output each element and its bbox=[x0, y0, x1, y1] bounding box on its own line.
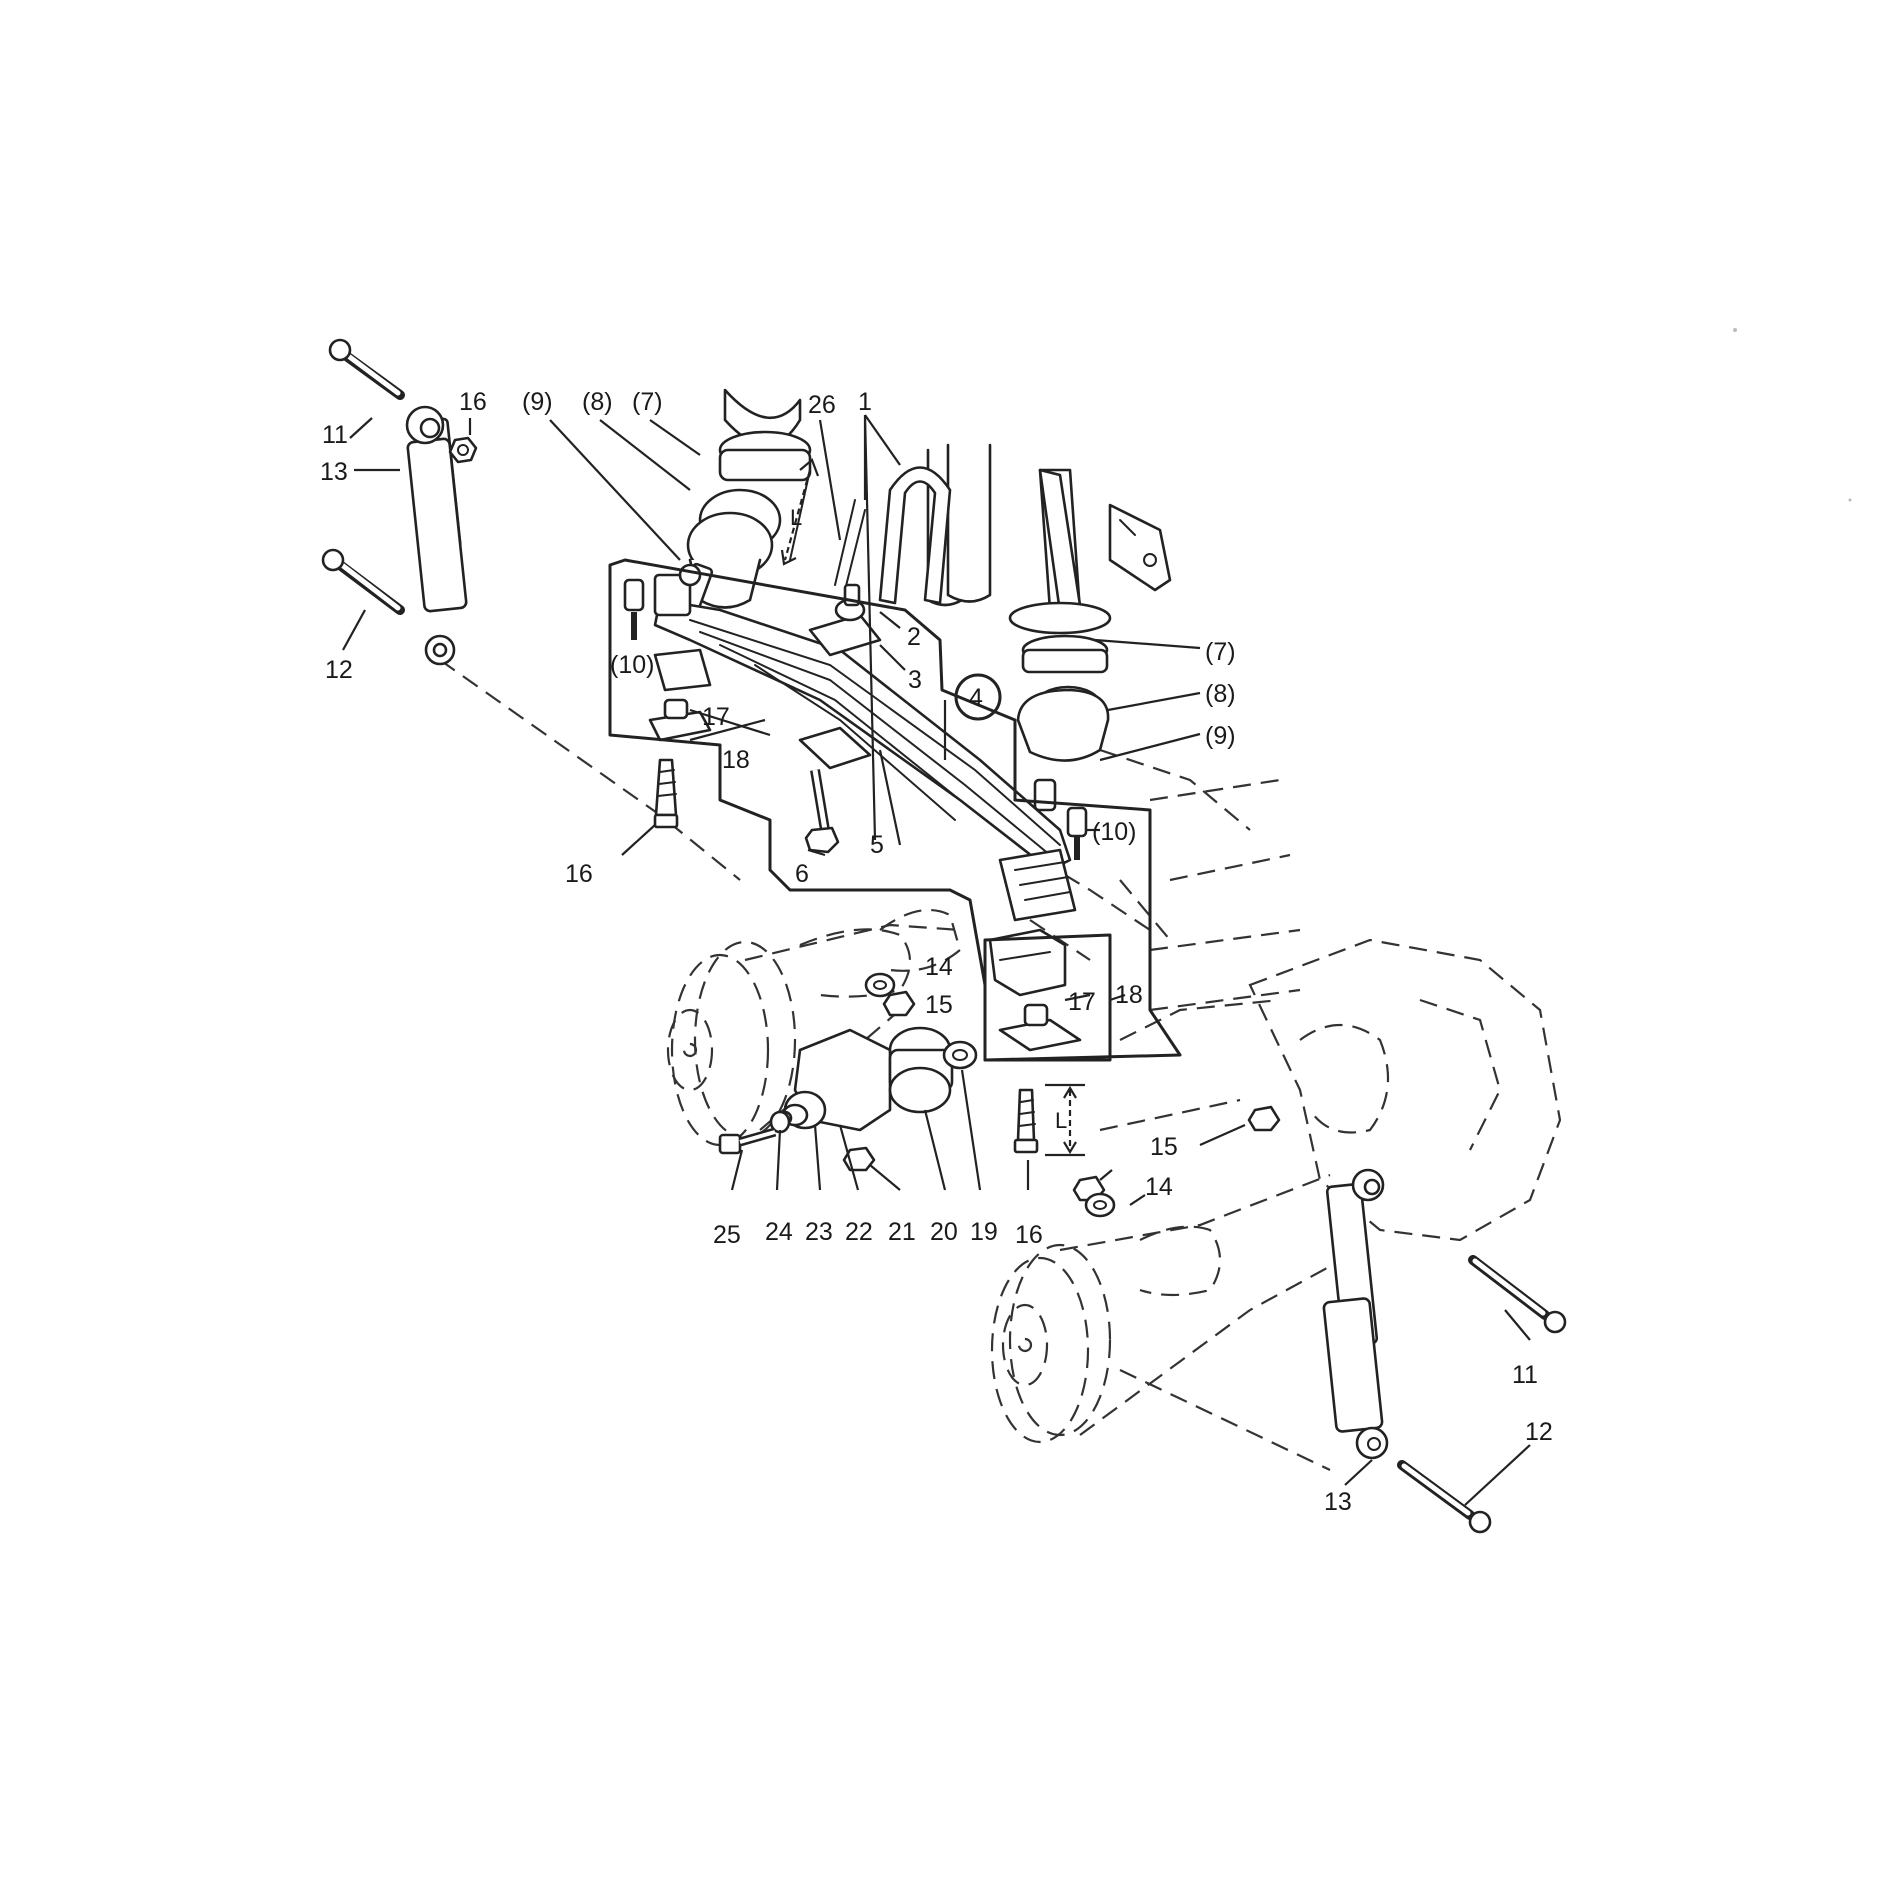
bolt-25 bbox=[718, 1127, 777, 1155]
washer-14-lower bbox=[1084, 1192, 1116, 1218]
callout-13-left: 13 bbox=[320, 458, 348, 486]
callout-2: 2 bbox=[907, 623, 921, 651]
callout-11-right: 11 bbox=[1512, 1361, 1538, 1389]
bolt-12-right bbox=[1397, 1460, 1492, 1534]
callout-23: 23 bbox=[805, 1218, 833, 1246]
callout-18-right: 18 bbox=[1115, 981, 1143, 1009]
bolt-6 bbox=[804, 769, 840, 854]
callout-10-right: (10) bbox=[1092, 818, 1136, 846]
callout-17-left: 17 bbox=[702, 703, 730, 731]
brake-drum-left bbox=[670, 953, 770, 1147]
callout-11-left: 11 bbox=[322, 421, 348, 449]
callouts: 11 16 13 12 (9) (8) (7) 26 1 2 3 4 (10) … bbox=[320, 388, 1553, 1516]
callout-4: 4 bbox=[969, 684, 983, 712]
callout-1: 1 bbox=[858, 388, 872, 416]
callout-15-lower: 15 bbox=[1150, 1133, 1178, 1161]
bolt-11-right bbox=[1468, 1255, 1567, 1334]
stud-16-right bbox=[1013, 1088, 1039, 1154]
rubber-block-outline bbox=[983, 933, 1112, 1062]
callout-9-upper: (9) bbox=[522, 388, 553, 416]
stud-16-left bbox=[653, 758, 679, 829]
washer-14-upper bbox=[864, 972, 896, 998]
callout-16-right: 16 bbox=[1015, 1221, 1043, 1249]
callout-7-upper: (7) bbox=[632, 388, 663, 416]
callout-8-upper: (8) bbox=[582, 388, 613, 416]
callout-26: 26 bbox=[808, 391, 836, 419]
callout-22: 22 bbox=[845, 1218, 873, 1246]
rubber-block-left bbox=[648, 648, 712, 742]
bolt-10-right bbox=[1066, 806, 1088, 860]
callout-14-lower: 14 bbox=[1145, 1173, 1173, 1201]
dimension-upper: L bbox=[780, 458, 820, 566]
callout-4-circle bbox=[954, 673, 1002, 721]
leader-lines bbox=[342, 414, 1531, 1506]
dimension-lower: L bbox=[1045, 1083, 1085, 1157]
dimension-label-upper: L bbox=[790, 505, 802, 530]
callout-24: 24 bbox=[765, 1218, 793, 1246]
spring-plate bbox=[808, 583, 882, 657]
callout-21: 21 bbox=[888, 1218, 916, 1246]
u-bolts bbox=[789, 466, 952, 605]
nut-15-far bbox=[1247, 1105, 1281, 1132]
callout-13-right: 13 bbox=[1324, 1488, 1352, 1516]
callout-10-left: (10) bbox=[610, 651, 654, 679]
callout-19: 19 bbox=[970, 1218, 998, 1246]
callout-12-right: 12 bbox=[1525, 1418, 1553, 1446]
rubber-block-right bbox=[988, 928, 1082, 1052]
bolt-10-left bbox=[623, 578, 645, 640]
callout-5: 5 bbox=[870, 831, 884, 859]
bracket-plate bbox=[1108, 503, 1172, 592]
callout-7-right: (7) bbox=[1205, 638, 1236, 666]
nut-16-left bbox=[448, 436, 478, 464]
bolt-11-left bbox=[328, 338, 405, 400]
washer-19 bbox=[942, 1040, 978, 1070]
callout-20: 20 bbox=[930, 1218, 958, 1246]
shock-absorber-left bbox=[405, 405, 468, 666]
callout-25: 25 bbox=[713, 1221, 741, 1249]
callout-17-right: 17 bbox=[1068, 988, 1096, 1016]
shock-absorber-right bbox=[1322, 1168, 1389, 1460]
nut-15-upper bbox=[882, 990, 916, 1017]
callout-18-left: 18 bbox=[722, 746, 750, 774]
dimension-label-lower: L bbox=[1055, 1108, 1067, 1133]
callout-16-left-top: 16 bbox=[459, 388, 487, 416]
brake-drum-right bbox=[990, 1256, 1090, 1444]
differential-housing bbox=[1248, 938, 1562, 1242]
callout-16-left-lower: 16 bbox=[565, 860, 593, 888]
bump-stop-right bbox=[1008, 468, 1112, 812]
bushing bbox=[888, 1026, 954, 1114]
callout-8-right: (8) bbox=[1205, 680, 1236, 708]
axle-background bbox=[439, 659, 1562, 1471]
callout-14-upper: 14 bbox=[925, 953, 953, 981]
callout-15-upper: 15 bbox=[925, 991, 953, 1019]
callout-3: 3 bbox=[908, 666, 922, 694]
bolt-12-left bbox=[321, 548, 405, 615]
callout-9-right: (9) bbox=[1205, 722, 1236, 750]
lower-plate bbox=[798, 726, 872, 770]
callout-12-left: 12 bbox=[325, 656, 353, 684]
callout-6: 6 bbox=[795, 860, 809, 888]
